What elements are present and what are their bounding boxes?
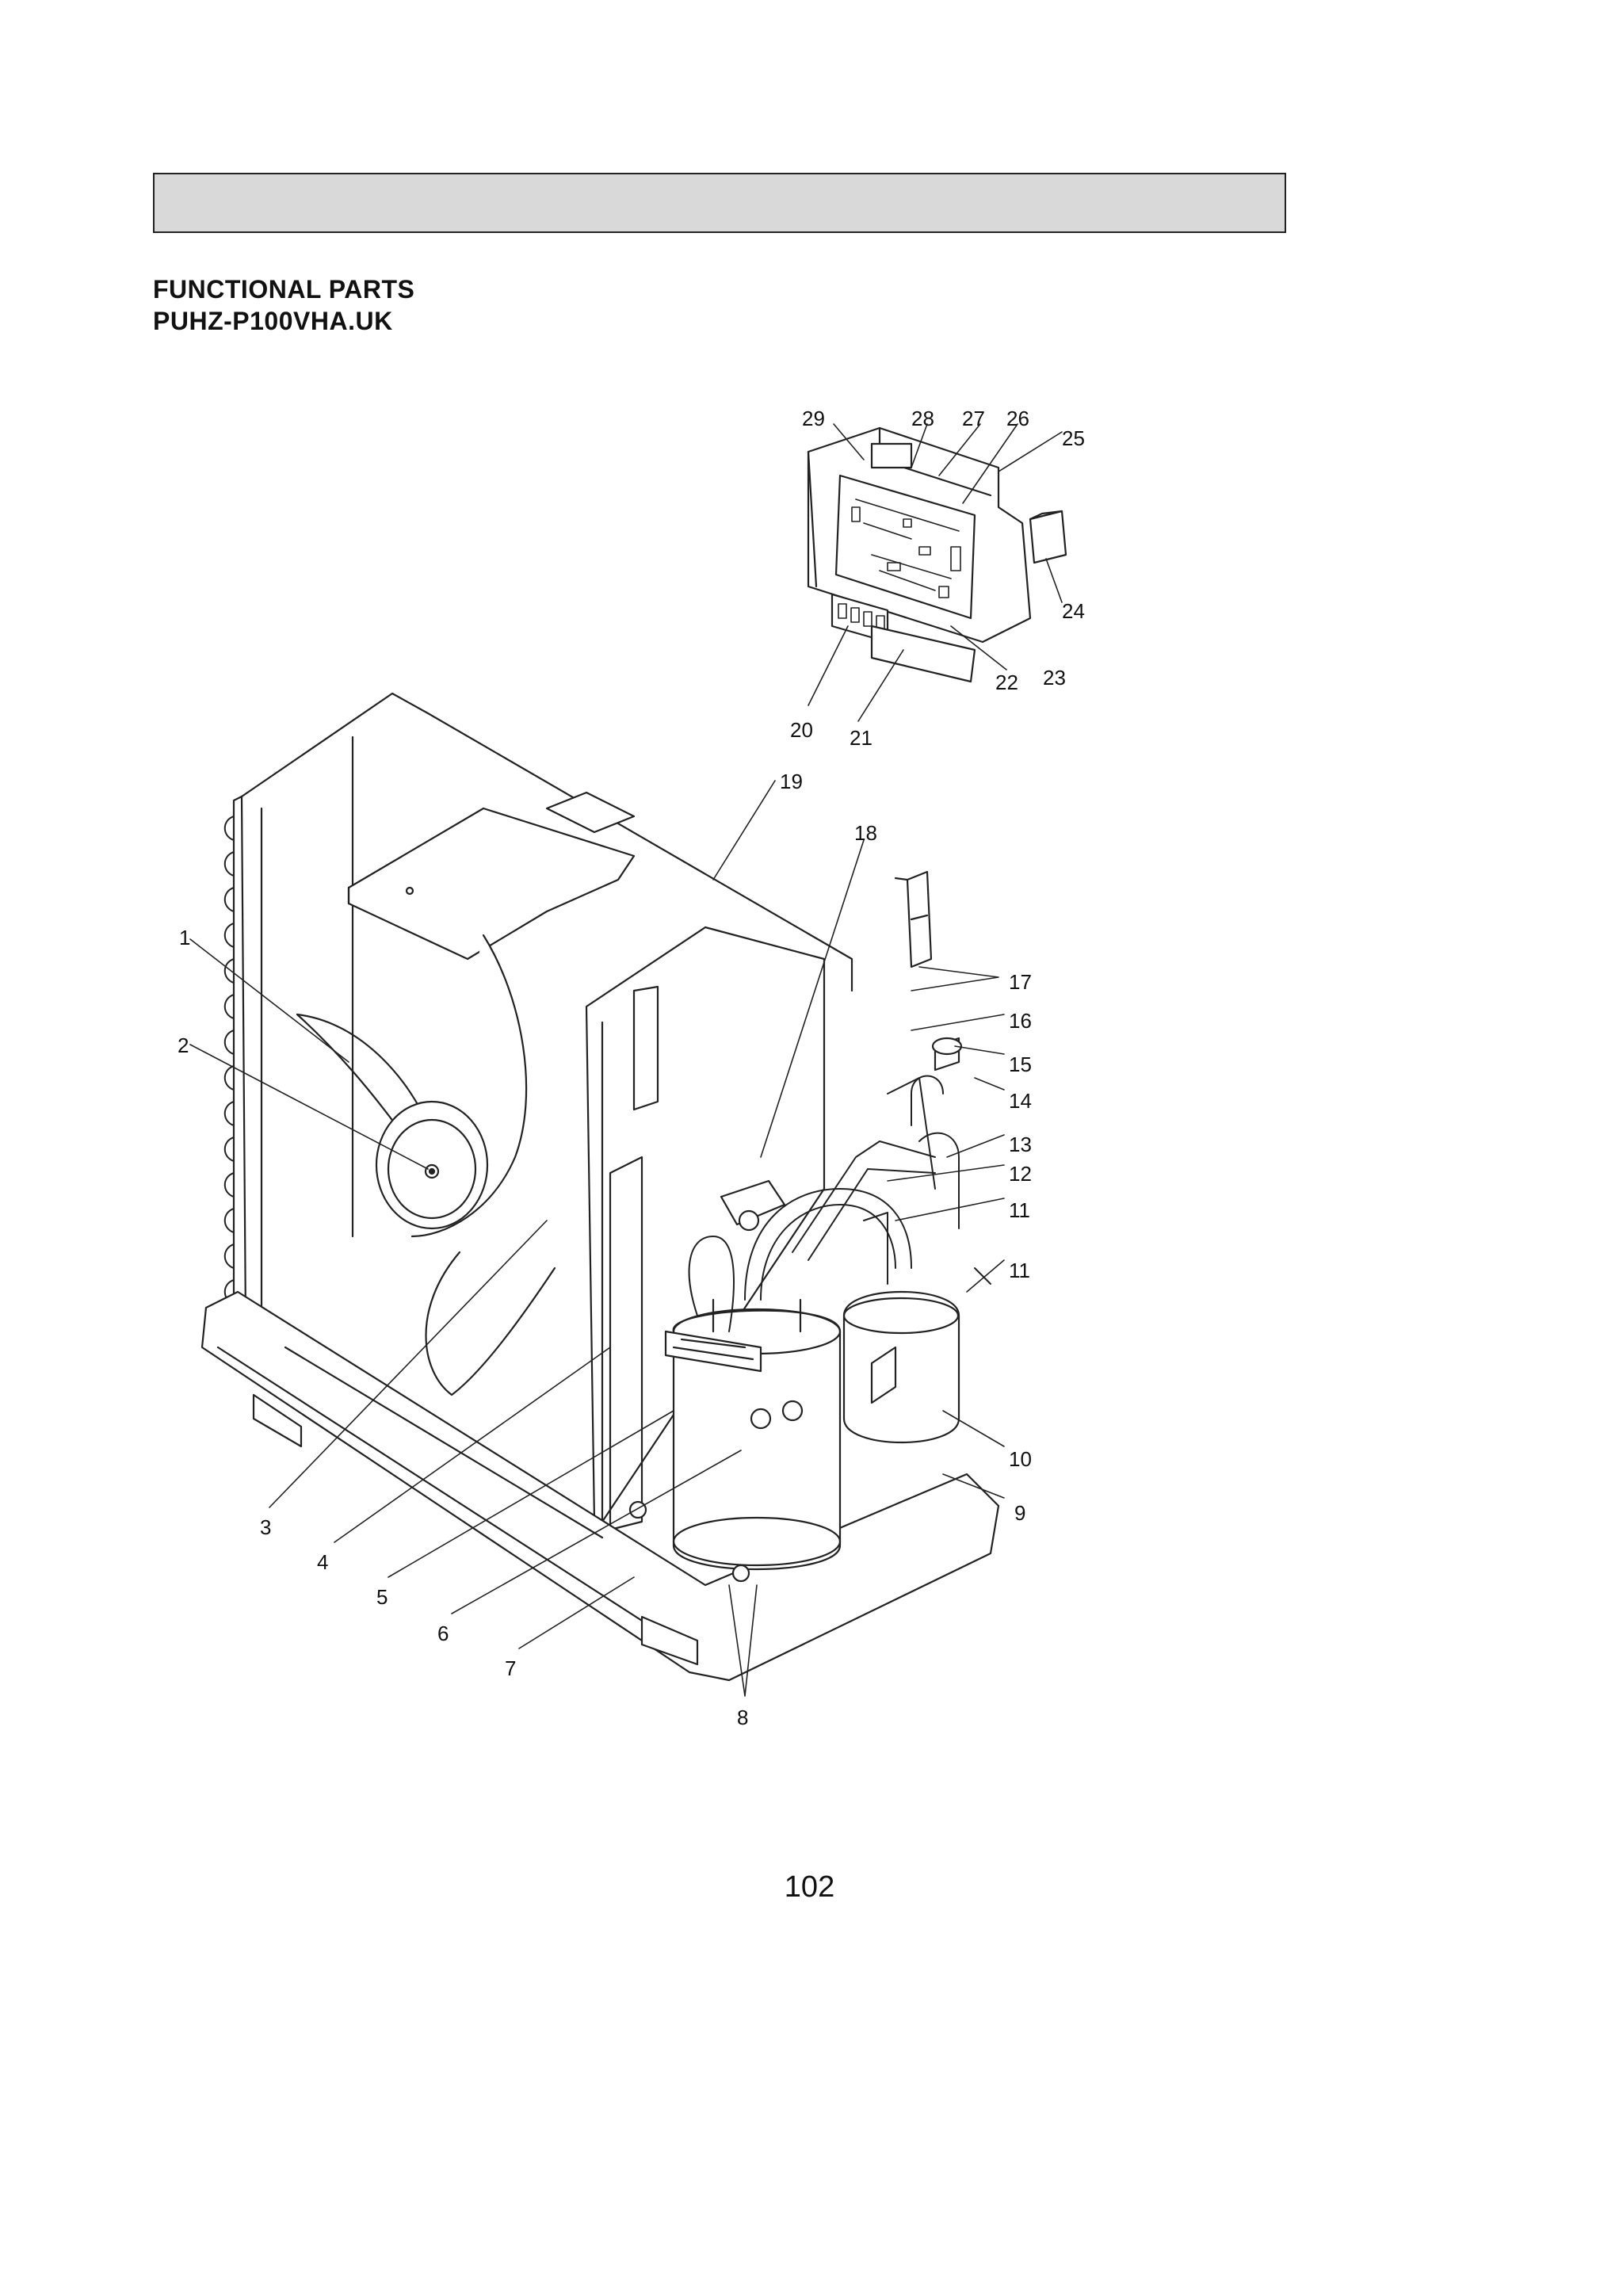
callout-20: 20 <box>790 718 813 742</box>
callout-17: 17 <box>1009 970 1032 994</box>
compressor <box>672 1298 842 1571</box>
callout-3: 3 <box>260 1515 271 1539</box>
callout-11-upper: 11 <box>1009 1259 1030 1282</box>
callout-4: 4 <box>317 1550 328 1574</box>
callout-24: 24 <box>1062 599 1085 623</box>
title-line-1: FUNCTIONAL PARTS <box>153 275 415 304</box>
motor-support <box>347 791 636 961</box>
callout-5: 5 <box>376 1585 388 1609</box>
callout-11-lower: 11 <box>1009 1198 1030 1222</box>
header-bar <box>153 173 1286 233</box>
base-pan <box>200 1290 1000 1682</box>
callout-26: 26 <box>1006 407 1029 430</box>
callout-23: 23 <box>1043 666 1066 690</box>
page-number: 102 <box>784 1870 835 1904</box>
unit-frame <box>223 692 853 1341</box>
callout-28: 28 <box>911 407 934 430</box>
page-title: FUNCTIONAL PARTS PUHZ-P100VHA.UK <box>153 273 414 337</box>
leader-lines <box>189 423 1063 1697</box>
separator-panel <box>585 926 826 1547</box>
callout-2: 2 <box>178 1033 189 1057</box>
callout-10: 10 <box>1009 1447 1032 1471</box>
callout-15: 15 <box>1009 1052 1032 1076</box>
callout-9: 9 <box>1014 1501 1025 1525</box>
callout-16: 16 <box>1009 1009 1032 1033</box>
callout-22: 22 <box>995 670 1018 694</box>
callout-27: 27 <box>962 407 985 430</box>
accumulator <box>842 1291 960 1443</box>
callout-12: 12 <box>1009 1162 1032 1186</box>
callout-labels: 1 2 3 4 5 6 7 8 9 10 11 11 12 13 14 15 1… <box>178 407 1085 1729</box>
callout-6: 6 <box>437 1622 449 1645</box>
callout-7: 7 <box>505 1656 516 1680</box>
callout-13: 13 <box>1009 1133 1032 1156</box>
callout-18: 18 <box>854 821 877 845</box>
control-box <box>807 426 1067 683</box>
refrigerant-piping <box>688 1075 991 1332</box>
callout-21: 21 <box>850 726 873 750</box>
callout-14: 14 <box>1009 1089 1032 1113</box>
propeller-fan <box>296 934 556 1396</box>
valves <box>628 870 963 1583</box>
title-line-2: PUHZ-P100VHA.UK <box>153 307 393 335</box>
callout-19: 19 <box>780 770 803 793</box>
callout-1: 1 <box>179 926 190 949</box>
callout-8: 8 <box>737 1706 748 1729</box>
callout-25: 25 <box>1062 426 1085 450</box>
callout-29: 29 <box>802 407 825 430</box>
